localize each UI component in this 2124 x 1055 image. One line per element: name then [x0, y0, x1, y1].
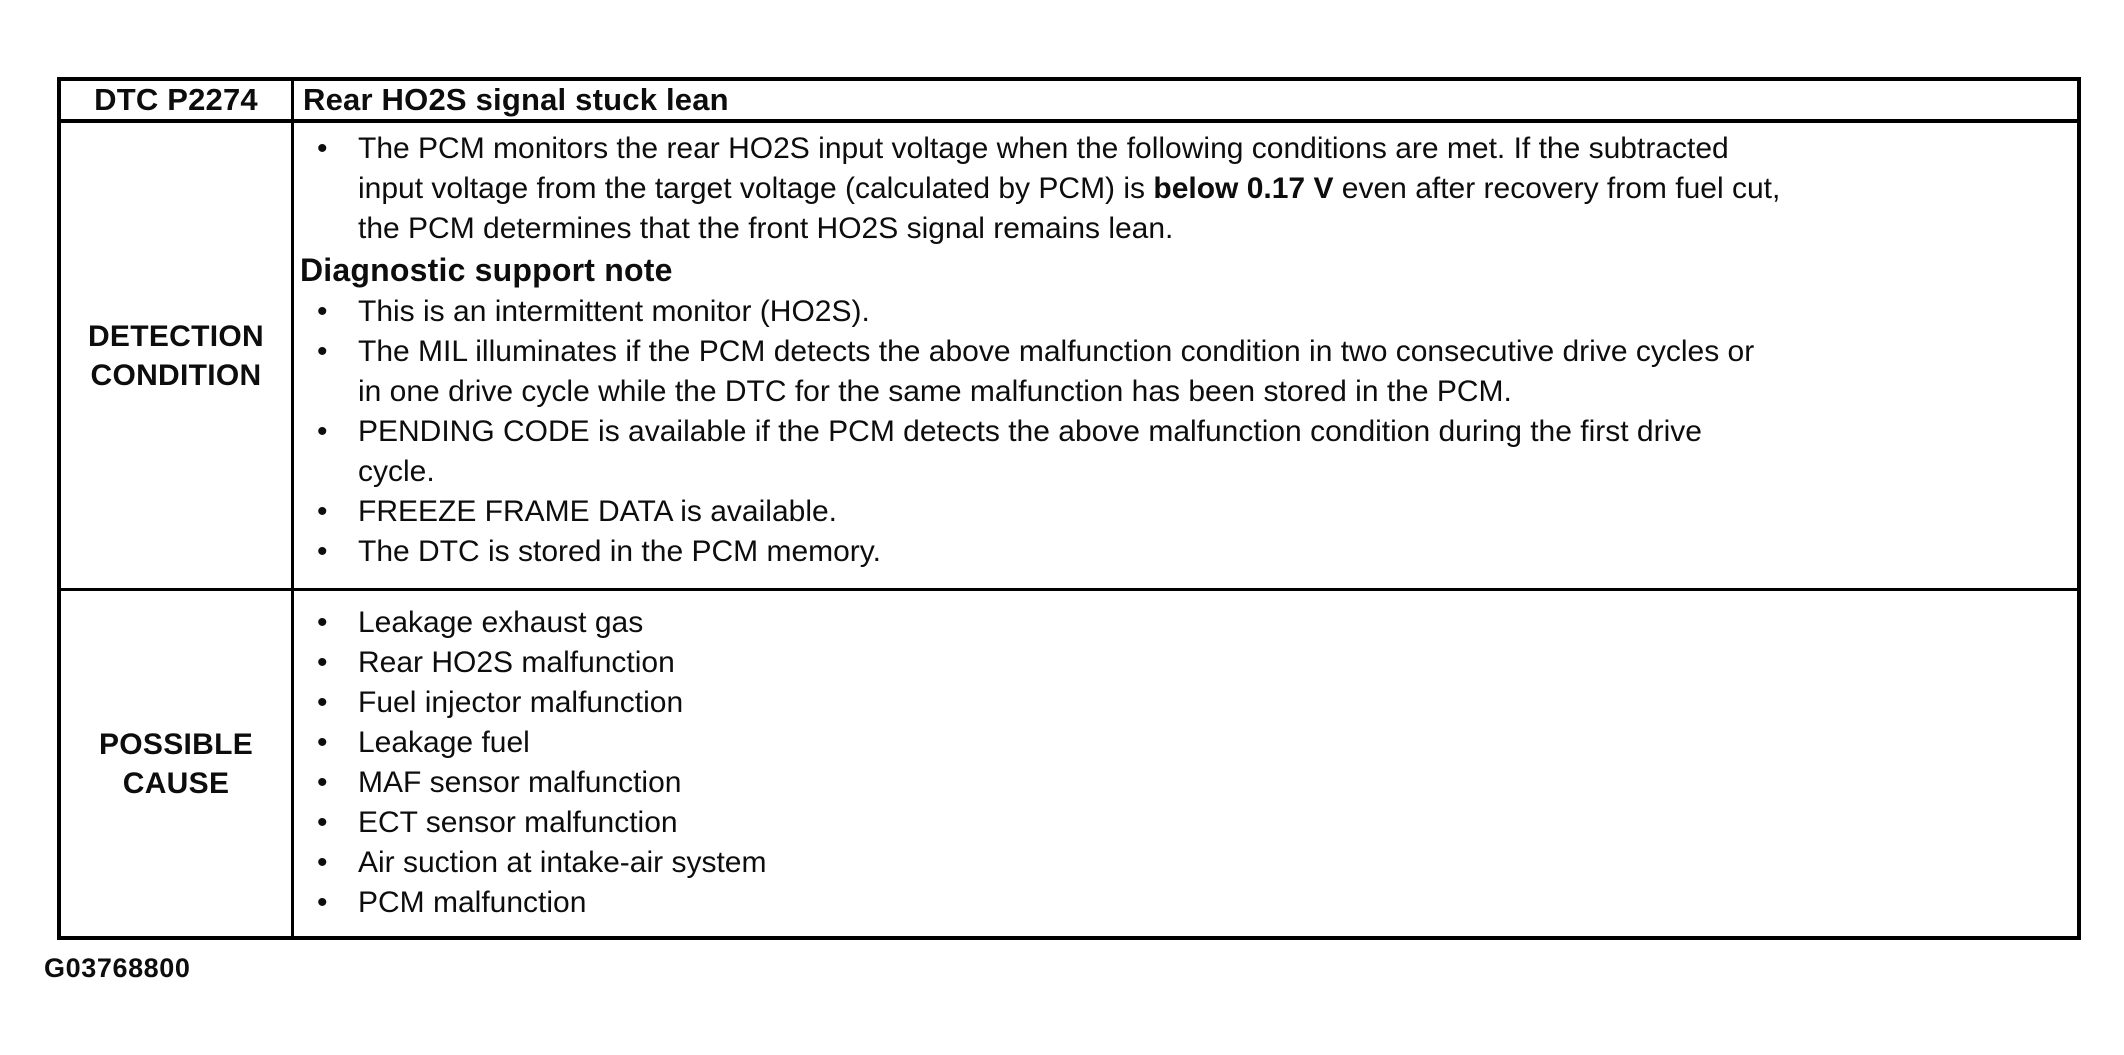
- bullet-icon: •: [317, 132, 328, 165]
- possible-cause-label-line1: POSSIBLE: [98, 727, 254, 761]
- item-text: MAF sensor malfunction: [358, 766, 682, 799]
- bullet-item: • MAF sensor malfunction: [300, 763, 2067, 803]
- bullet-icon: •: [317, 415, 328, 448]
- item-text: ECT sensor malfunction: [358, 806, 678, 839]
- item-text: Leakage fuel: [358, 726, 530, 759]
- bullet-icon: •: [317, 846, 328, 879]
- bullet-item: • Rear HO2S malfunction: [300, 643, 2067, 683]
- item-text: This is an intermittent monitor (HO2S).: [358, 295, 870, 328]
- bullet-icon: •: [317, 766, 328, 799]
- dtc-description: Rear HO2S signal stuck lean: [303, 82, 729, 117]
- bullet-item: • FREEZE FRAME DATA is available.: [300, 492, 2067, 532]
- item-text: The DTC is stored in the PCM memory.: [358, 535, 881, 568]
- item-text: PCM malfunction: [358, 886, 587, 919]
- item-text: Diagnostic support note: [300, 252, 673, 288]
- bullet-item: • PENDING CODE is available if the PCM de…: [300, 412, 2067, 492]
- bullet-item: • Leakage fuel: [300, 723, 2067, 763]
- possible-cause-label-line2: CAUSE: [122, 766, 230, 800]
- possible-cause-label-cell: POSSIBLE CAUSE: [61, 591, 294, 936]
- bullet-icon: •: [317, 335, 328, 368]
- bullet-item: • Air suction at intake-air system: [300, 843, 2067, 883]
- dtc-description-cell: Rear HO2S signal stuck lean: [294, 81, 2077, 123]
- item-text: Rear HO2S malfunction: [358, 646, 675, 679]
- bullet-icon: •: [317, 886, 328, 919]
- bullet-icon: •: [317, 606, 328, 639]
- bullet-item: • ECT sensor malfunction: [300, 803, 2067, 843]
- detection-condition-label-cell: DETECTION CONDITION: [61, 123, 294, 591]
- item-text: Leakage exhaust gas: [358, 606, 644, 639]
- bullet-icon: •: [317, 495, 328, 528]
- support-note-heading: Diagnostic support note: [300, 249, 2067, 292]
- bullet-icon: •: [317, 295, 328, 328]
- bullet-item: • PCM malfunction: [300, 883, 2067, 923]
- bullet-item: • The DTC is stored in the PCM memory.: [300, 532, 2067, 572]
- item-text: Fuel injector malfunction: [358, 686, 684, 719]
- bullet-icon: •: [317, 646, 328, 679]
- bullet-item: • Fuel injector malfunction: [300, 683, 2067, 723]
- bullet-icon: •: [317, 806, 328, 839]
- dtc-code-cell: DTC P2274: [61, 81, 294, 123]
- bullet-item: • Leakage exhaust gas: [300, 603, 2067, 643]
- bullet-item: • The PCM monitors the rear HO2S input vo…: [300, 129, 2067, 249]
- detection-condition-label-line2: CONDITION: [90, 358, 262, 392]
- bullet-icon: •: [317, 726, 328, 759]
- bullet-item: • This is an intermittent monitor (HO2S).: [300, 292, 2067, 332]
- item-text: The MIL illuminates if the PCM detects t…: [358, 335, 1755, 408]
- figure-code: G03768800: [44, 953, 191, 983]
- bullet-item: • The MIL illuminates if the PCM detects …: [300, 332, 2067, 412]
- bullet-icon: •: [317, 535, 328, 568]
- item-text: FREEZE FRAME DATA is available.: [358, 495, 838, 528]
- item-text: The PCM monitors the rear HO2S input vol…: [358, 132, 1781, 245]
- dtc-code: DTC P2274: [94, 82, 258, 117]
- item-text: PENDING CODE is available if the PCM det…: [358, 415, 1702, 488]
- item-text: Air suction at intake-air system: [358, 846, 767, 879]
- detection-condition-label-line1: DETECTION: [87, 319, 265, 353]
- possible-cause-content: • Leakage exhaust gas • Rear HO2S malfuncti…: [294, 591, 2077, 936]
- bullet-icon: •: [317, 686, 328, 719]
- detection-condition-content: • The PCM monitors the rear HO2S input vo…: [294, 123, 2077, 591]
- dtc-table: DTC P2274 Rear HO2S signal stuck lean DE…: [57, 77, 2081, 940]
